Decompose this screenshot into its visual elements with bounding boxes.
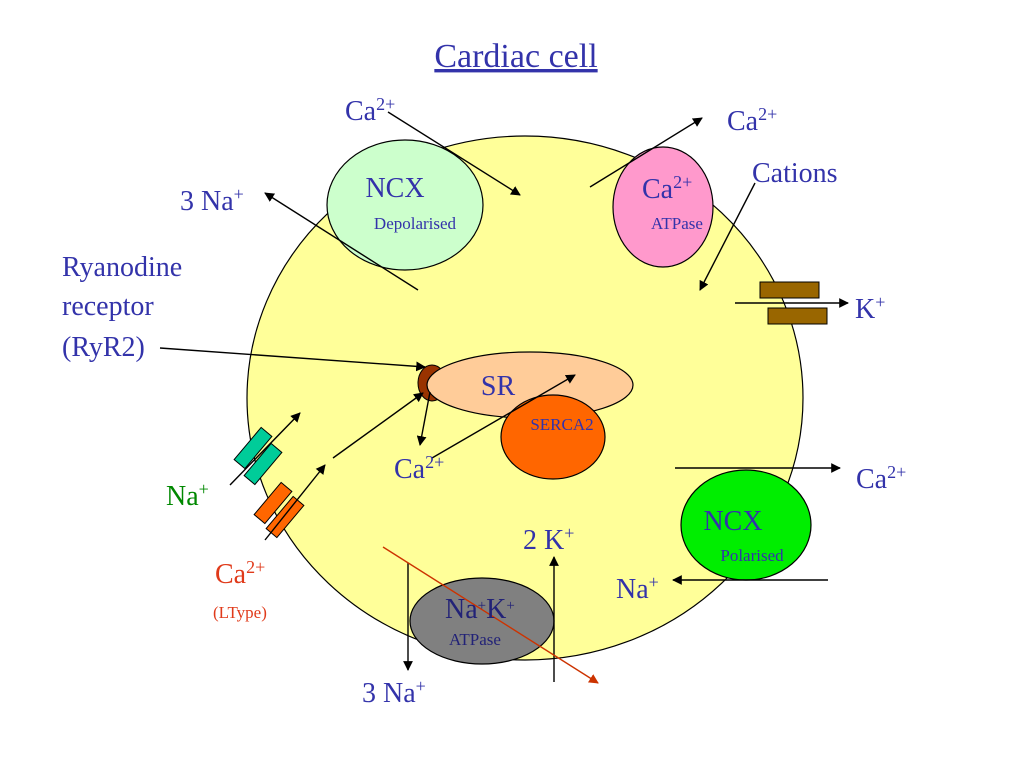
na-k-atpase-pump — [409, 577, 555, 665]
arrow-inhibition-line — [382, 546, 599, 684]
arrow-cations-in — [699, 182, 756, 291]
k-channel-lower — [767, 307, 828, 325]
ca-ltype-channel-upper — [253, 481, 293, 525]
nak-atpase-ions: Na+K+ — [445, 594, 515, 625]
label-ryr2: (RyR2) — [62, 332, 145, 363]
na-channel-upper — [233, 426, 273, 470]
serca2-pump — [500, 394, 606, 480]
label-ca-cytosol: Ca2+ — [394, 452, 444, 485]
arrow-ca-in-ncx — [387, 111, 521, 196]
label-na-channel: Na+ — [166, 479, 209, 512]
sr-label: SR — [481, 371, 516, 402]
arrow-ryr2-pointer — [159, 347, 426, 372]
k-channel-upper — [759, 281, 820, 299]
diagram-title: Cardiac cell — [434, 38, 597, 75]
label-ca-in-top: Ca2+ — [345, 94, 395, 127]
label-2k: 2 K+ — [523, 523, 574, 556]
label-cations: Cations — [752, 158, 838, 189]
label-3na-bottom: 3 Na+ — [362, 676, 426, 709]
ncx-top-state: Depolarised — [374, 214, 457, 233]
ncx-bottom-state: Polarised — [720, 546, 784, 565]
serca2-label: SERCA2 — [530, 415, 593, 434]
ncx-top-name: NCX — [365, 173, 424, 204]
arrow-cicr-trigger — [332, 392, 424, 459]
arrow-sr-ca-release — [416, 391, 431, 446]
label-ca-ltype: Ca2+ — [215, 557, 265, 590]
label-k-out: K+ — [855, 292, 885, 325]
label-ryanodine: Ryanodine — [62, 252, 182, 283]
label-na-in-right: Na+ — [616, 572, 659, 605]
ncx-bottom-name: NCX — [703, 506, 762, 537]
ca-atpase-ion: Ca2+ — [642, 172, 692, 205]
label-receptor: receptor — [62, 291, 154, 322]
label-ca-out-top: Ca2+ — [727, 104, 777, 137]
arrow-3na-out-ncx — [264, 192, 419, 291]
ncx-depolarised-exchanger — [326, 139, 484, 271]
na-channel-lower — [243, 442, 283, 486]
arrow-na-channel-in — [229, 412, 301, 486]
label-ca-out-right: Ca2+ — [856, 462, 906, 495]
label-ltype: (LType) — [213, 603, 267, 622]
arrow-ca-out-atpase — [589, 117, 703, 188]
ca-atpase-name: ATPase — [651, 214, 703, 233]
arrow-ltype-ca-in — [264, 464, 326, 541]
ca-atpase-pump — [612, 146, 714, 268]
nak-atpase-name: ATPase — [449, 630, 501, 649]
arrow-serca-uptake — [431, 374, 576, 459]
label-3na-top: 3 Na+ — [180, 184, 244, 217]
